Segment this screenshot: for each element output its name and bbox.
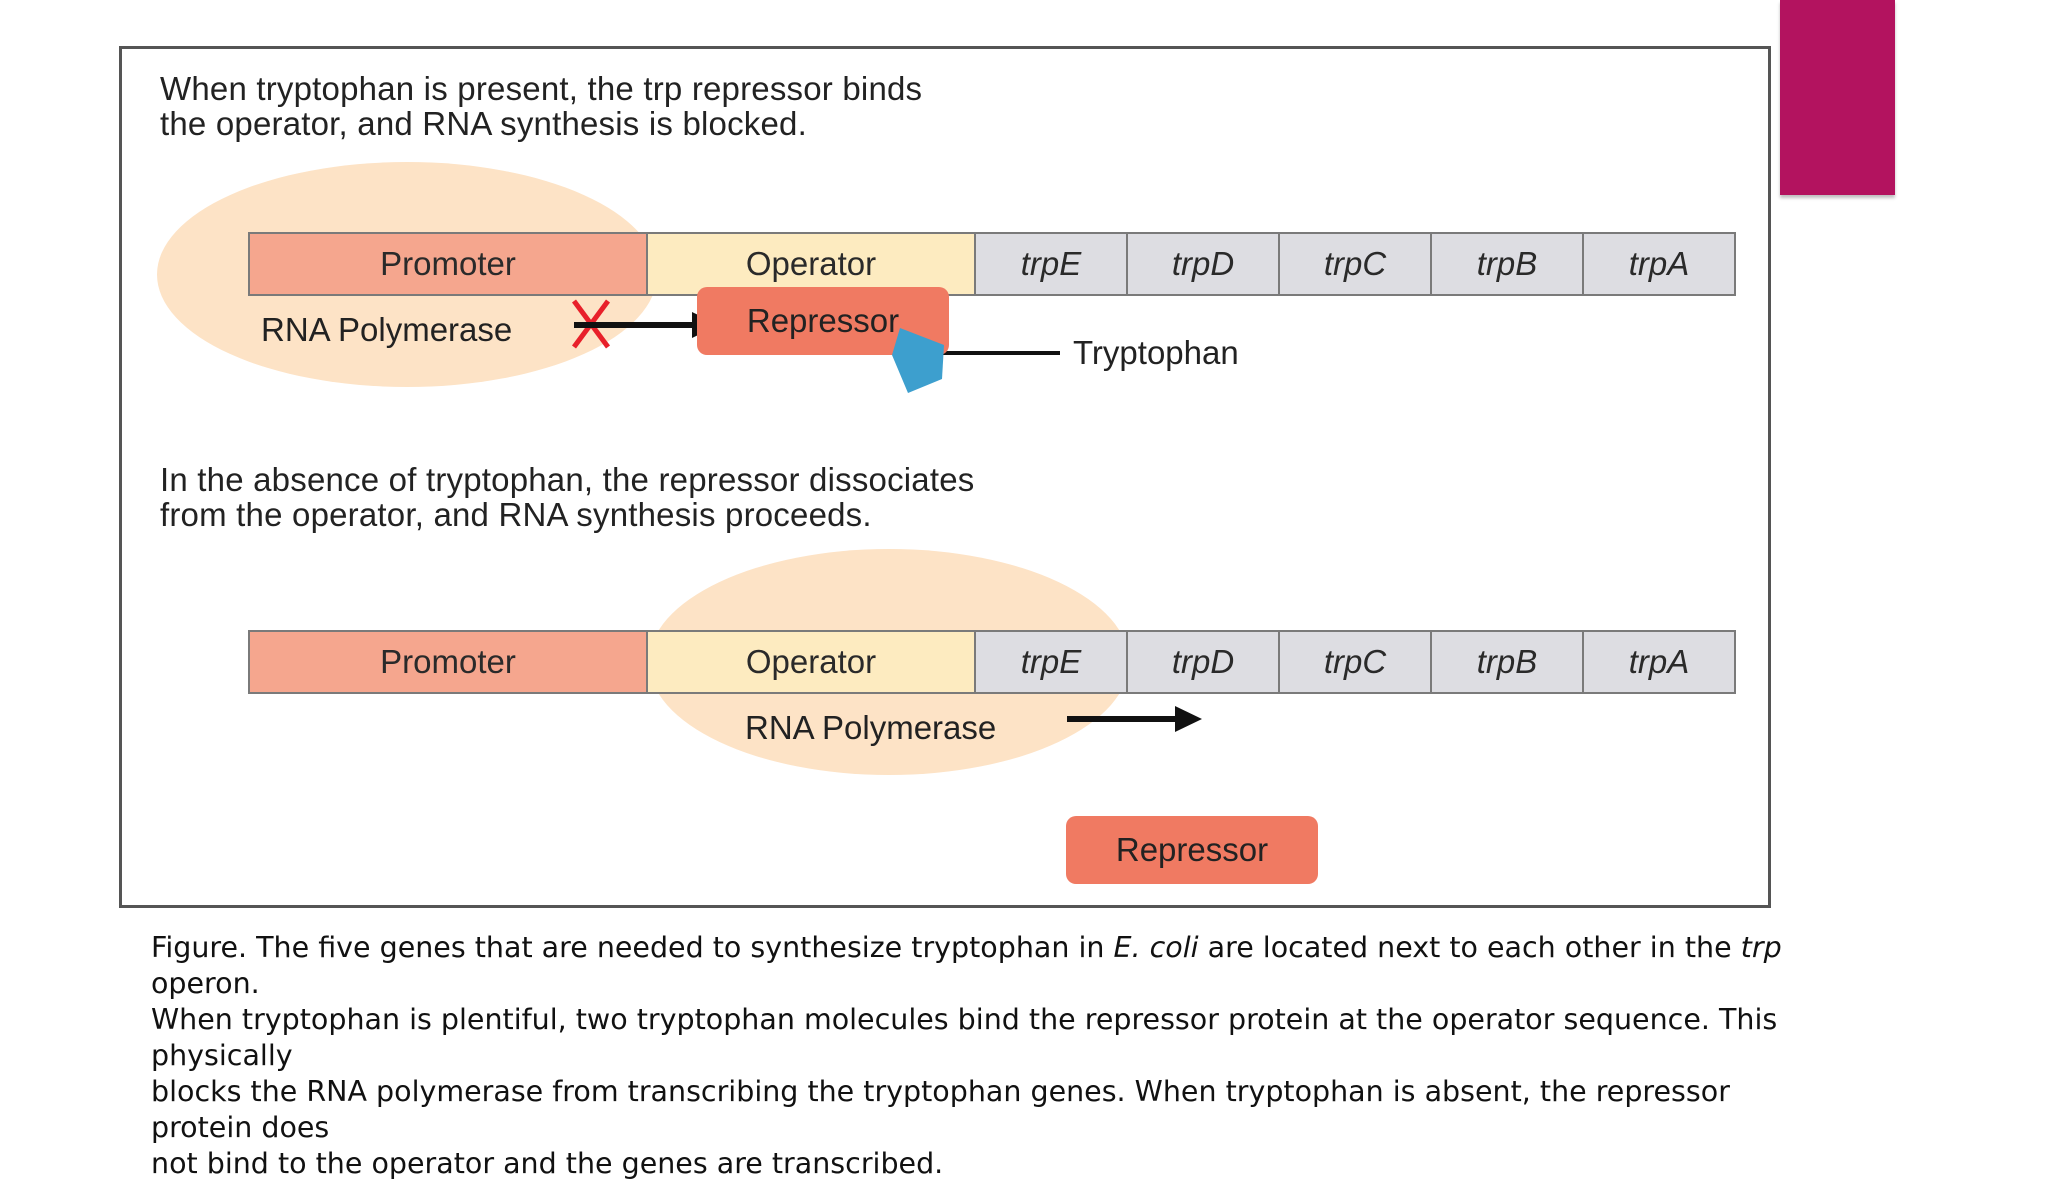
repressor-free-label: Repressor — [1115, 831, 1269, 868]
segment-trpb: trpB — [1432, 232, 1584, 296]
segment-label: trpD — [1171, 245, 1235, 282]
caption-text: operon. — [151, 967, 260, 1000]
segment-label: trpB — [1476, 245, 1538, 282]
segment-trpe: trpE — [976, 630, 1128, 694]
caption-operon: trp — [1740, 931, 1782, 964]
tryptophan-layer — [892, 328, 944, 393]
arrow-right-icon — [1067, 706, 1202, 732]
segment-label: Promoter — [380, 643, 516, 680]
segment-label: trpA — [1628, 643, 1690, 680]
caption-text: are located next to each other in the — [1198, 931, 1741, 964]
segment-trpa: trpA — [1584, 630, 1736, 694]
caption-line1: Figure. The five genes that are needed t… — [151, 930, 1831, 1002]
operon-row-top: Promoter Operator trpE trpD trpC trpB trpA — [248, 232, 1736, 296]
figure-caption: Figure. The five genes that are needed t… — [151, 930, 1831, 1182]
top-panel-heading: When tryptophan is present, the trp repr… — [160, 71, 922, 141]
tryptophan-molecule-icon — [892, 328, 944, 393]
caption-organism: E. coli — [1113, 931, 1199, 964]
segment-label: Operator — [745, 245, 877, 282]
caption-text: Figure. The five genes that are needed t… — [151, 931, 1114, 964]
segment-label: trpE — [1020, 245, 1082, 282]
top-heading-line2: the operator, and RNA synthesis is block… — [160, 105, 807, 142]
segment-label: trpC — [1323, 643, 1387, 680]
segment-label: Promoter — [380, 245, 516, 282]
segment-trpd: trpD — [1128, 630, 1280, 694]
segment-label: trpB — [1476, 643, 1538, 680]
segment-trpa: trpA — [1584, 232, 1736, 296]
repressor-bound-label: Repressor — [746, 302, 900, 339]
segment-operator: Operator — [648, 630, 976, 694]
caption-line3: blocks the RNA polymerase from transcrib… — [151, 1075, 1730, 1144]
bottom-heading-line2: from the operator, and RNA synthesis pro… — [160, 496, 872, 533]
operon-row-bottom: Promoter Operator trpE trpD trpC trpB trpA — [248, 630, 1736, 694]
tryptophan-label: Tryptophan — [1073, 334, 1239, 371]
figure-frame: When tryptophan is present, the trp repr… — [119, 46, 1771, 908]
caption-line2: When tryptophan is plentiful, two trypto… — [151, 1003, 1778, 1072]
bottom-panel-heading: In the absence of tryptophan, the repres… — [160, 462, 974, 532]
segment-trpd: trpD — [1128, 232, 1280, 296]
accent-block — [1780, 0, 1895, 195]
polymerase-label-bottom: RNA Polymerase — [745, 709, 997, 746]
polymerase-label-top: RNA Polymerase — [261, 311, 513, 348]
segment-trpc: trpC — [1280, 232, 1432, 296]
segment-label: trpA — [1628, 245, 1690, 282]
segment-trpe: trpE — [976, 232, 1128, 296]
segment-trpc: trpC — [1280, 630, 1432, 694]
segment-label: Operator — [745, 643, 877, 680]
top-heading-line1: When tryptophan is present, the trp repr… — [160, 70, 923, 107]
caption-line4: not bind to the operator and the genes a… — [151, 1147, 944, 1180]
bottom-heading-line1: In the absence of tryptophan, the repres… — [160, 461, 975, 498]
segment-label: trpC — [1323, 245, 1387, 282]
segment-label: trpE — [1020, 643, 1082, 680]
repressor-free: Repressor — [1066, 816, 1318, 884]
segment-trpb: trpB — [1432, 630, 1584, 694]
bottom-panel-graphics — [1067, 706, 1202, 732]
segment-promoter: Promoter — [248, 630, 648, 694]
segment-promoter: Promoter — [248, 232, 648, 296]
segment-label: trpD — [1171, 643, 1235, 680]
